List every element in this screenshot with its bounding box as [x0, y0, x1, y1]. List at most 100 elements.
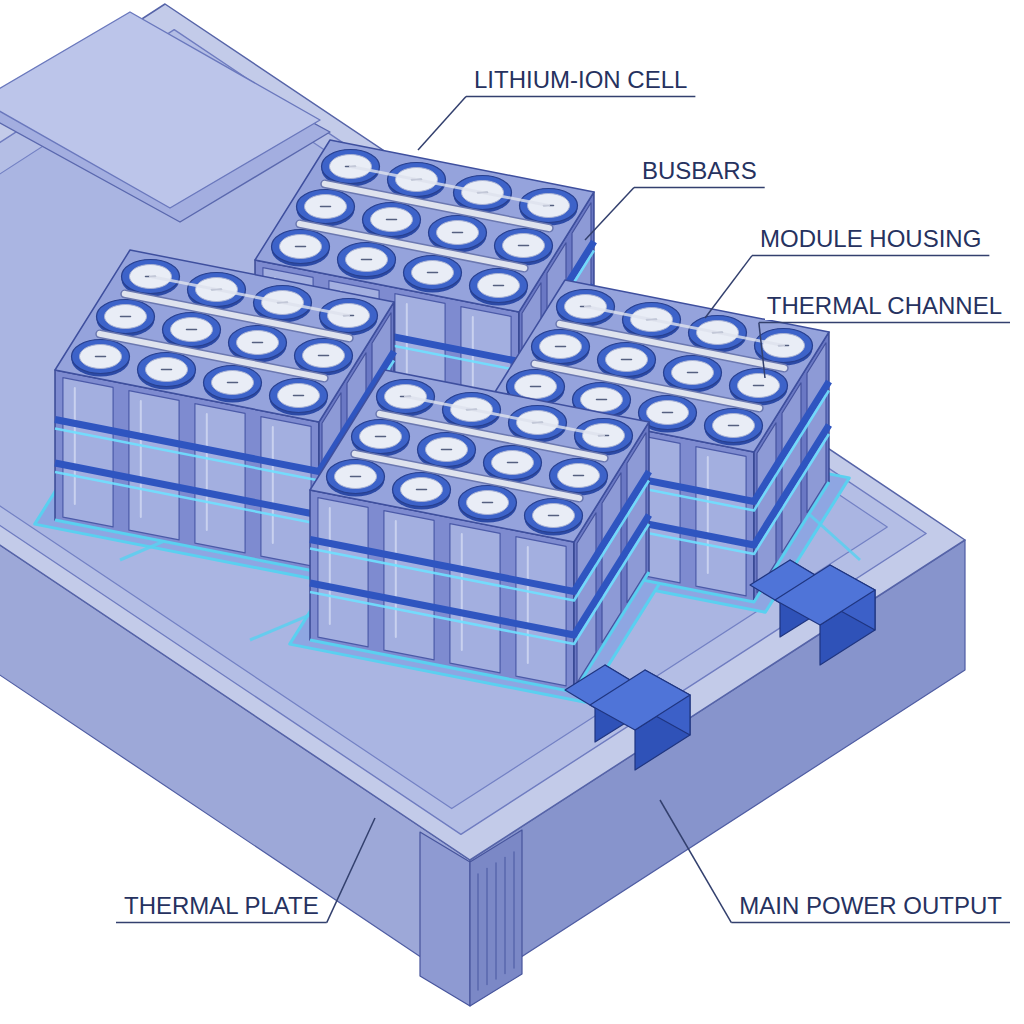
cell-terminal [672, 361, 714, 385]
cell-cap [327, 460, 385, 494]
cell-cap [495, 229, 553, 263]
cell-terminal [581, 388, 623, 412]
lid-panel [0, 12, 320, 208]
leader-line [327, 818, 375, 923]
terminal-mark [549, 515, 559, 517]
cell-cap [270, 379, 328, 413]
cell-cap [393, 473, 451, 507]
cell-cap [598, 343, 656, 377]
terminal-mark [294, 395, 304, 397]
leader-line [705, 256, 752, 318]
cell-cap [338, 243, 396, 277]
cell-cap [352, 420, 410, 454]
corner-post [420, 832, 470, 1006]
busbar-edge [100, 334, 324, 378]
terminal-mark [597, 399, 607, 401]
terminal-mark [729, 425, 739, 427]
cell-cap [705, 409, 763, 443]
module-strap [310, 515, 649, 635]
battery-module [310, 370, 649, 692]
post-groove [486, 869, 488, 985]
busbar [325, 184, 549, 228]
busbar-edge [535, 364, 759, 408]
cell-cap [730, 369, 788, 403]
terminal-mark [442, 449, 452, 451]
tray-top [0, 4, 965, 860]
part-label: LITHIUM-ION CELL [472, 66, 689, 94]
cell-body [450, 524, 500, 673]
terminal-mark [121, 316, 131, 318]
cell-highlight [329, 508, 331, 624]
busbar-edge [125, 294, 349, 338]
module-top [55, 250, 394, 422]
label-underline [752, 255, 989, 257]
part-label: MAIN POWER OUTPUT [737, 892, 1004, 920]
leader-line [759, 323, 765, 378]
cell-cap [429, 216, 487, 250]
cell-body [261, 417, 311, 566]
cell-terminal [426, 438, 468, 462]
terminal-mark [417, 489, 427, 491]
busbar [355, 454, 579, 498]
plug-top [590, 670, 690, 730]
cell-cap [525, 499, 583, 533]
label-underline [466, 96, 695, 98]
cell-terminal [492, 451, 534, 475]
cell-cap [295, 339, 353, 373]
terminal-mark [321, 206, 331, 208]
busbar-edge [355, 454, 579, 498]
corner-post [470, 830, 522, 1006]
cell-terminal [237, 331, 279, 355]
busbar [586, 307, 784, 346]
terminal-mark [351, 476, 361, 478]
cell-cap [272, 230, 330, 264]
terminal-mark [96, 356, 106, 358]
cell-terminal [467, 491, 509, 515]
terminal-mark [253, 342, 263, 344]
cell-terminal [713, 414, 755, 438]
busbar [300, 224, 524, 268]
cell-body [577, 513, 596, 683]
terminal-mark [319, 355, 329, 357]
cell-highlight [140, 401, 142, 517]
busbar [125, 294, 349, 338]
cell-cap [229, 326, 287, 360]
terminal-mark [494, 285, 504, 287]
terminal-mark [376, 436, 386, 438]
cell-terminal [401, 478, 443, 502]
cell-highlight [707, 457, 709, 573]
part-label: MODULE HOUSING [758, 225, 983, 253]
cell-cap [664, 356, 722, 390]
cell-terminal [647, 401, 689, 425]
cell-cap [470, 269, 528, 303]
cell-cap [484, 446, 542, 480]
cell-terminal [305, 195, 347, 219]
cell-terminal [533, 504, 575, 528]
terminal-mark [688, 372, 698, 374]
terminal-mark [187, 329, 197, 331]
terminal-mark [387, 219, 397, 221]
terminal-mark [622, 359, 632, 361]
cell-terminal [303, 344, 345, 368]
terminal-mark [754, 385, 764, 387]
terminal-mark [663, 412, 673, 414]
cell-cap [297, 190, 355, 224]
part-label: THERMAL PLATE [122, 892, 321, 920]
cell-terminal [171, 318, 213, 342]
cell-terminal [360, 425, 402, 449]
cell-body [516, 537, 566, 686]
label-underline [759, 322, 1010, 324]
cell-terminal [80, 345, 122, 369]
terminal-mark [508, 462, 518, 464]
battery-tray [0, 4, 965, 1006]
cell-terminal [478, 274, 520, 298]
cell-highlight [74, 388, 76, 504]
cell-terminal [335, 465, 377, 489]
cell-terminal [558, 464, 600, 488]
cell-cap [97, 300, 155, 334]
busbar-edge [560, 324, 784, 368]
terminal-mark [483, 502, 493, 504]
